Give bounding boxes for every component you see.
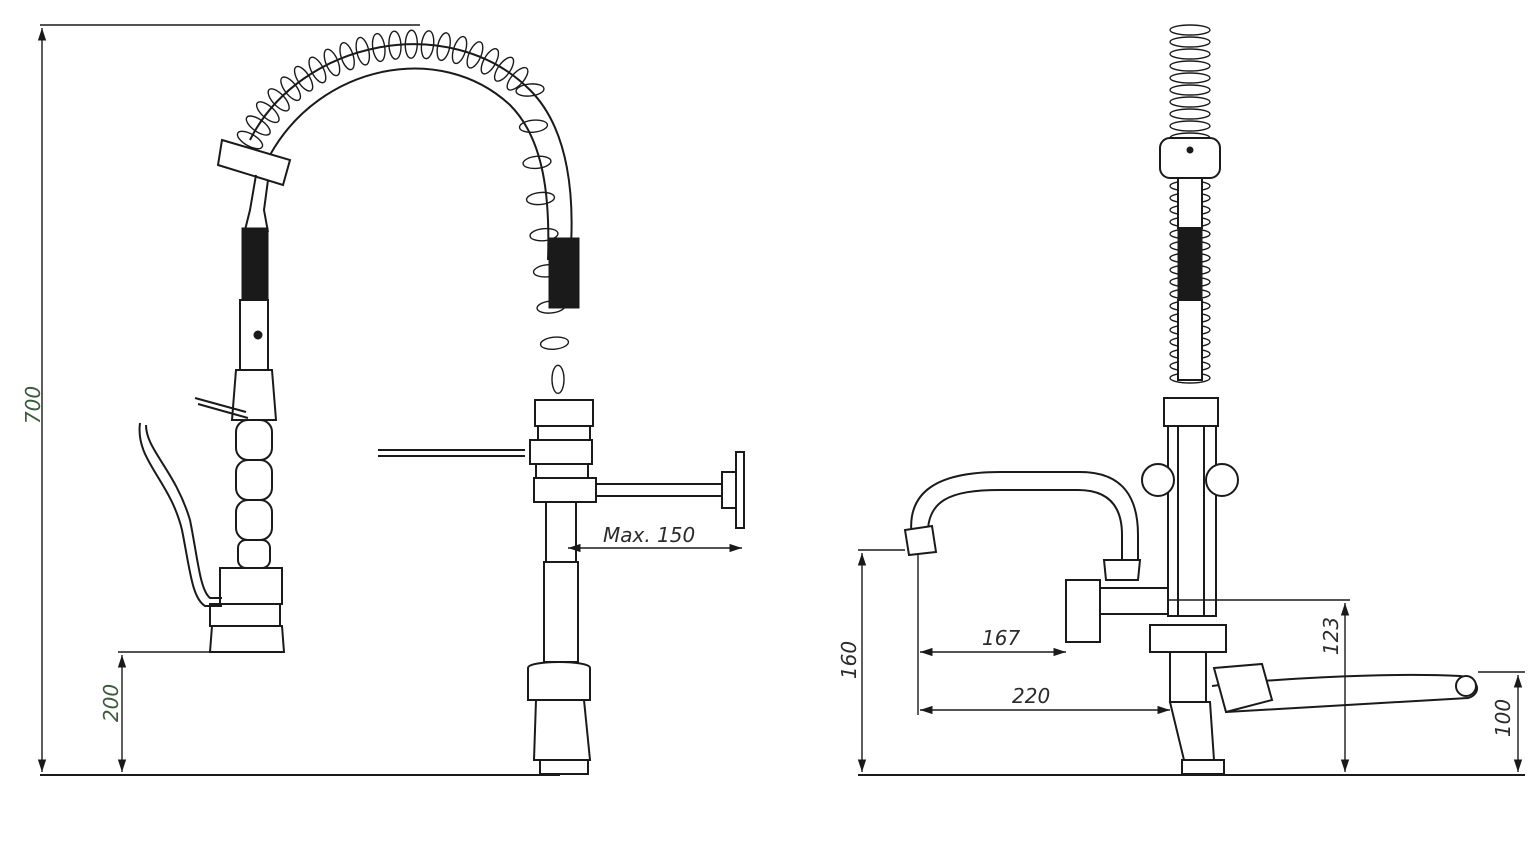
spring-coil-loop: [506, 66, 529, 91]
wall-plate-inner: [721, 471, 737, 509]
valve-body: [219, 567, 283, 605]
wall-plate: [735, 451, 745, 529]
spring-coil-loop: [451, 35, 468, 65]
hook-ring: [216, 138, 292, 187]
wall-column: [378, 399, 745, 775]
right-view: 160 167 220 123 100: [837, 24, 1525, 776]
right-nut-1: [1163, 397, 1219, 427]
base-nut: [208, 625, 286, 653]
spring-coil-loop: [466, 41, 484, 69]
spring-coil-loop: [1169, 84, 1211, 96]
vertical-spring: [1141, 24, 1239, 775]
spring-coil-loop: [1169, 108, 1211, 120]
spring-coil-loop: [522, 155, 552, 170]
right-base-nut: [1149, 624, 1227, 653]
spring-coil-loop: [388, 30, 402, 60]
spring-coil-loop: [371, 32, 386, 63]
spring-coil-loop: [1169, 96, 1211, 108]
spring-coil-loop: [236, 130, 264, 150]
right-foot: [1168, 701, 1216, 761]
dim-167-label: 167: [982, 626, 1020, 650]
dim-123-label: 123: [1319, 617, 1343, 655]
gooseneck-spout: [903, 471, 1169, 643]
spring-coil-loop: [1169, 72, 1211, 84]
spring-coil-loop: [493, 56, 515, 82]
spring-coil-loop: [436, 32, 451, 62]
column-nut-2: [529, 439, 593, 465]
spray-head: [138, 138, 292, 653]
spring-coil-loop: [339, 41, 355, 71]
spring-coil-loop: [551, 364, 565, 395]
spring-coil-loop: [1169, 120, 1211, 132]
spring-coil-loop: [529, 227, 559, 242]
grip-ring-2: [235, 459, 273, 501]
column-foot: [532, 699, 592, 761]
spring-coil-loop: [293, 65, 314, 92]
valve-block: [1065, 579, 1101, 643]
dim-100-label: 100: [1491, 699, 1515, 737]
spring-coil-loop: [1169, 24, 1211, 36]
dim-max150-label: Max. 150: [603, 523, 695, 547]
base-ring: [209, 603, 281, 627]
spring-coil-loop: [1169, 60, 1211, 72]
grip-ring-1: [235, 419, 273, 461]
spring-coil-loop: [280, 76, 302, 102]
lever-handle: [145, 424, 222, 599]
valve-connector: [1099, 587, 1169, 615]
spring-coil-loop: [1169, 48, 1211, 60]
spring-coil-loop: [420, 30, 435, 60]
grip-ring-3: [235, 499, 273, 541]
spout-aerator: [903, 524, 938, 557]
spring-grip-dark-right: [1177, 227, 1203, 301]
column-nut-1: [534, 399, 594, 427]
spring-coil-loop: [480, 48, 500, 75]
dim-160-label: 160: [837, 641, 861, 679]
column-body: [543, 561, 579, 663]
spring-coil-loop: [518, 119, 549, 133]
dim-700-label: 700: [21, 386, 45, 424]
spring-coil-loop: [255, 101, 280, 124]
spring-coil-loop: [245, 115, 271, 136]
spring-coil-loop: [404, 29, 418, 59]
spring-coil-loop: [323, 48, 341, 77]
column-pipe: [545, 501, 577, 563]
spring-collar: [1159, 137, 1221, 179]
dim-200-label: 200: [99, 684, 123, 722]
spring-coil-loop: [355, 36, 371, 66]
spring-coil: [236, 29, 573, 395]
spray-trigger: [194, 397, 247, 413]
spring-coil-loop: [515, 83, 545, 97]
spray-collar: [230, 369, 278, 421]
column-nut-3: [533, 477, 597, 503]
elbow-lever: [1211, 662, 1478, 714]
spring-coil-loop: [525, 191, 556, 206]
grip-ring-4: [237, 539, 271, 569]
spring-coil-loop: [308, 56, 327, 84]
spring-coil-loop: [539, 336, 570, 350]
dim-220-label: 220: [1012, 684, 1050, 708]
left-view: 700 200: [21, 24, 745, 776]
spring-grip-dark: [548, 237, 580, 309]
spray-grip-dark: [241, 227, 269, 301]
column-foot-top: [527, 661, 591, 701]
spring-coil-loop: [267, 88, 290, 112]
spring-coil-loop: [1169, 36, 1211, 48]
